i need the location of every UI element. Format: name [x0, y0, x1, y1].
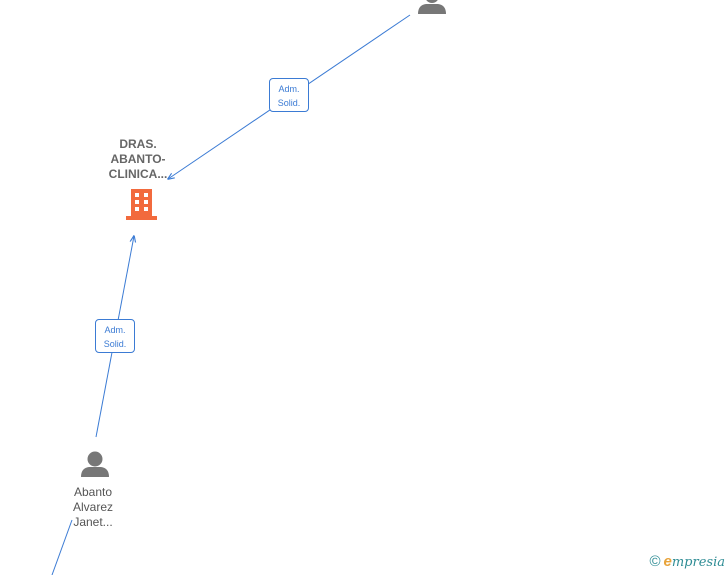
- company-label-line: DRAS.: [119, 137, 157, 151]
- person-label-line: Janet...: [73, 515, 113, 529]
- person-icon[interactable]: [81, 451, 109, 478]
- brand-name: mpresia: [671, 555, 725, 570]
- company-label[interactable]: DRAS. ABANTO- CLINICA...: [92, 137, 184, 182]
- brand-logo: ©empresia: [649, 553, 725, 570]
- brand-initial: e: [663, 553, 672, 570]
- edge-label-top: Adm. Solid.: [269, 78, 309, 112]
- person-label[interactable]: Abanto Alvarez Janet...: [53, 485, 133, 530]
- person-icon[interactable]: [418, 0, 446, 14]
- edge-label-line: Adm.: [104, 325, 126, 335]
- edge-label-bottom: Adm. Solid.: [95, 319, 135, 353]
- person-label-line: Abanto: [73, 485, 113, 499]
- person-label-line: Alvarez: [72, 500, 113, 514]
- edge-label-line: Adm.: [278, 84, 300, 94]
- building-icon[interactable]: [126, 189, 157, 220]
- copyright-icon: ©: [649, 553, 661, 570]
- edge-label-line: Solid.: [277, 98, 301, 108]
- company-label-line: ABANTO-: [110, 152, 166, 166]
- edge-label-line: Solid.: [103, 339, 127, 349]
- company-label-line: CLINICA...: [108, 167, 168, 181]
- edge-line-offscreen: [51, 519, 73, 575]
